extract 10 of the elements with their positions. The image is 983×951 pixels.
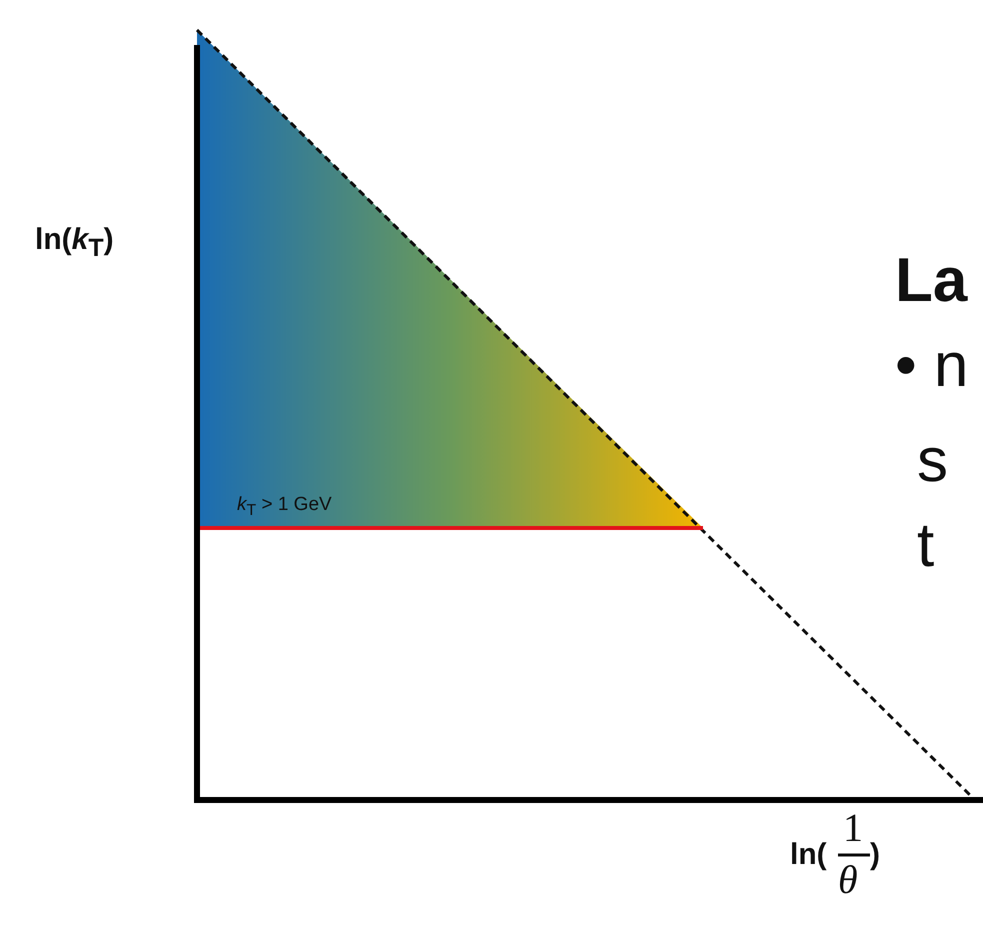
body-text: t (917, 515, 934, 577)
bullet-text: • n (895, 335, 968, 397)
axis-label: 1 (843, 808, 863, 848)
axis-label: ) (870, 840, 880, 870)
axis-label: ln( (790, 840, 827, 870)
body-text: s (917, 430, 948, 492)
heading-text: La (895, 250, 968, 312)
cutoff-label: k$_{T}$ > 1 GeV (237, 495, 332, 519)
axis-label: ln(k$_{T}$) (35, 225, 114, 261)
axis-label: θ (838, 860, 858, 900)
